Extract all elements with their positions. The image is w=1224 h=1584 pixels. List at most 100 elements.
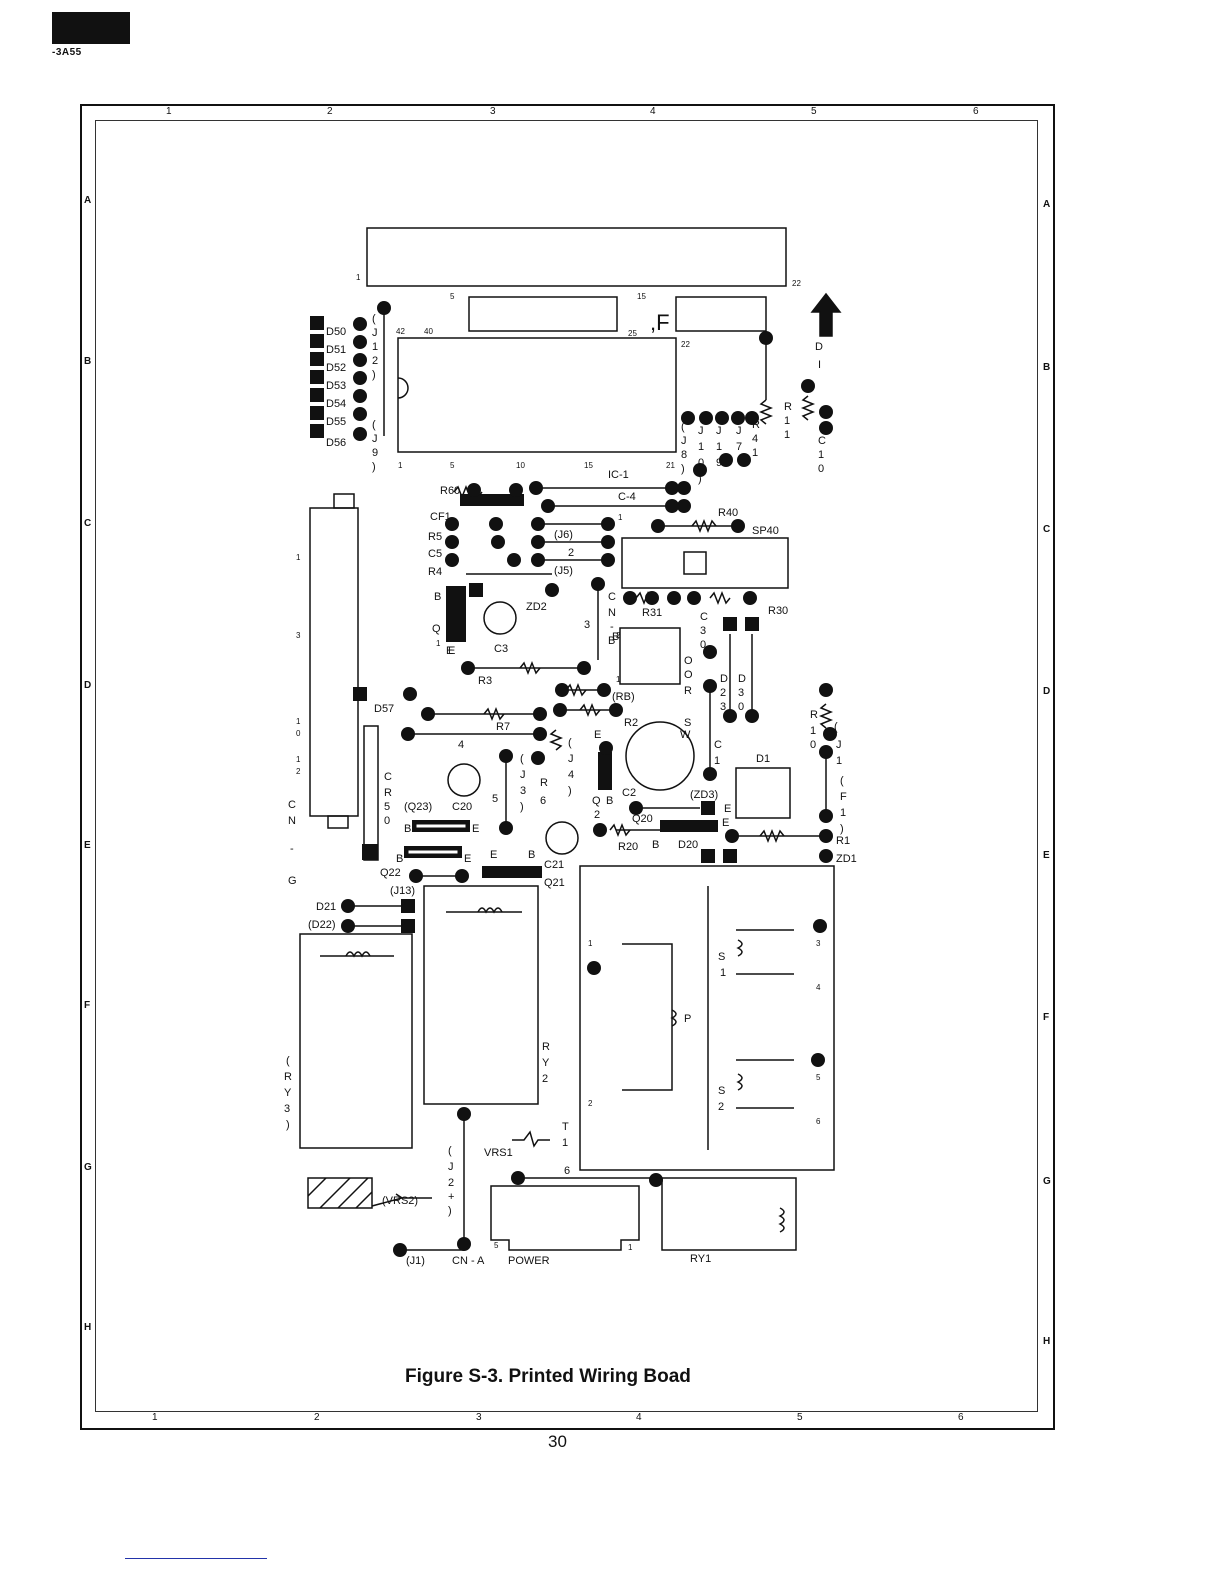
solder-pad <box>491 535 505 549</box>
cr50-strip <box>363 725 379 861</box>
svg-text:2: 2 <box>616 631 621 640</box>
solder-pad <box>601 553 615 567</box>
svg-text:5: 5 <box>816 1073 821 1082</box>
svg-text:-: - <box>290 843 294 855</box>
svg-text:(: ( <box>520 753 524 765</box>
d20-label: D20 <box>678 839 698 851</box>
d1-box <box>735 767 791 819</box>
q21-label: Q21 <box>544 877 565 889</box>
disp-pin-5: 5 <box>450 292 455 301</box>
r31-label: R31 <box>642 607 662 619</box>
svg-text:J: J <box>681 435 687 447</box>
svg-text:0: 0 <box>738 701 744 713</box>
svg-text:B: B <box>652 839 659 851</box>
vrs2-box <box>307 1177 373 1209</box>
ry2-box <box>423 885 539 1105</box>
svg-text:Q: Q <box>432 623 441 635</box>
svg-text:E: E <box>724 803 731 815</box>
d1-label: D1 <box>756 753 770 765</box>
solder-pad <box>457 1237 471 1251</box>
j5-label: (J5) <box>554 565 573 577</box>
drawing-frame <box>80 104 1055 1430</box>
svg-text:(: ( <box>568 737 572 749</box>
solder-pad <box>591 577 605 591</box>
svg-text:B: B <box>528 849 535 861</box>
svg-text:5: 5 <box>492 793 498 805</box>
vrs1-label: VRS1 <box>484 1147 513 1159</box>
solder-pad <box>341 899 355 913</box>
solder-pad <box>601 535 615 549</box>
grid-row-right-G: G <box>1043 1176 1051 1187</box>
solder-pad <box>457 1107 471 1121</box>
svg-text:0: 0 <box>296 729 301 738</box>
grid-row-right-C: C <box>1043 524 1051 535</box>
svg-text:1: 1 <box>436 639 441 648</box>
drawing-inner-frame <box>95 120 1038 1412</box>
cn-a-label: CN - A <box>452 1255 485 1267</box>
svg-text:): ) <box>448 1205 452 1217</box>
c3-label: C3 <box>494 643 508 655</box>
svg-text:D: D <box>720 673 728 685</box>
solder-pad <box>745 411 759 425</box>
svg-text:3: 3 <box>284 1103 290 1115</box>
svg-text:7: 7 <box>736 441 742 453</box>
svg-text:B: B <box>434 591 441 603</box>
solder-pad <box>745 709 759 723</box>
solder-pad <box>819 809 833 823</box>
svg-text:): ) <box>372 369 376 381</box>
solder-pad <box>693 463 707 477</box>
solder-pad <box>681 411 695 425</box>
disp-f: ,F <box>650 310 670 335</box>
svg-text:8: 8 <box>681 449 687 461</box>
svg-text:B: B <box>396 853 403 865</box>
svg-text:J: J <box>716 425 722 437</box>
svg-text:): ) <box>840 823 844 835</box>
solder-pad <box>593 823 607 837</box>
r60-label: R60 <box>440 485 460 497</box>
grid-row-left-D: D <box>84 680 92 691</box>
footer-rule <box>125 1558 267 1559</box>
solder-pad <box>531 517 545 531</box>
grid-row-left-F: F <box>84 1000 91 1011</box>
solder-pad <box>341 919 355 933</box>
svg-text:5: 5 <box>494 1241 499 1250</box>
solder-pad <box>819 405 833 419</box>
grid-row-right-H: H <box>1043 1336 1051 1347</box>
solder-pad <box>699 411 713 425</box>
q21-body <box>482 866 542 878</box>
svg-text:1: 1 <box>716 441 722 453</box>
square-pad <box>701 849 715 863</box>
svg-text:(: ( <box>372 419 376 431</box>
ic1-pin-10: 10 <box>516 461 525 470</box>
j6-label: (J6) <box>554 529 573 541</box>
led-d56: D56 <box>326 437 346 449</box>
display-connector <box>366 227 787 287</box>
solder-pad <box>665 499 679 513</box>
solder-pad <box>507 553 521 567</box>
svg-text:1: 1 <box>616 675 621 684</box>
led-d50: D50 <box>326 326 346 338</box>
svg-text:1: 1 <box>784 429 790 441</box>
svg-text:4: 4 <box>816 983 821 992</box>
svg-text:1: 1 <box>372 341 378 353</box>
solder-pad <box>649 1173 663 1187</box>
grid-row-left-B: B <box>84 356 92 367</box>
solder-pad <box>651 519 665 533</box>
solder-pad <box>703 679 717 693</box>
square-pad <box>401 899 415 913</box>
solder-pad <box>677 481 691 495</box>
solder-pad <box>703 767 717 781</box>
cn-g-connector <box>309 507 359 817</box>
svg-text:(: ( <box>372 313 376 325</box>
vrs2-label: (VRS2) <box>382 1195 418 1207</box>
grid-col-bottom-5: 5 <box>797 1412 803 1423</box>
solder-pad <box>819 829 833 843</box>
solder-pad <box>455 869 469 883</box>
grid-col-top-1: 1 <box>166 106 172 117</box>
svg-text:D: D <box>738 673 746 685</box>
svg-text:E: E <box>490 849 497 861</box>
c21-label: C21 <box>544 859 564 871</box>
grid-row-left-E: E <box>84 840 91 851</box>
solder-pad <box>577 661 591 675</box>
svg-text:-: - <box>610 621 614 633</box>
